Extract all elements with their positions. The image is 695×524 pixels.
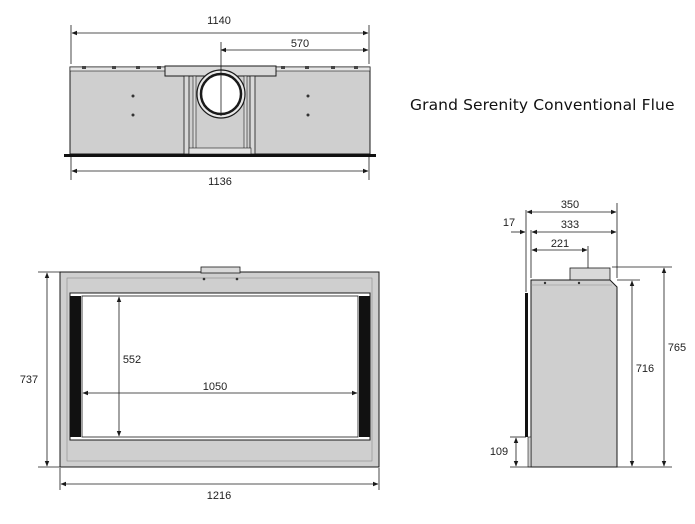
- side-panel-right: [359, 296, 370, 437]
- side-view: 350 333 221 17 765 716 109: [490, 199, 686, 468]
- drawing-title: Grand Serenity Conventional Flue: [410, 96, 675, 114]
- dim-front-height-label: 737: [20, 374, 38, 386]
- side-panel-left: [70, 296, 81, 437]
- dim-rear-gap-label: 17: [503, 217, 515, 229]
- fixing-hole: [306, 113, 310, 117]
- support-left-inner: [192, 75, 197, 155]
- dim-overall-width-label: 1140: [207, 15, 231, 27]
- dim-overall-height-label: 765: [668, 342, 686, 354]
- dim-opening-height-label: 552: [123, 354, 141, 366]
- fixing-hole: [306, 94, 310, 98]
- support-base: [188, 147, 252, 155]
- dim-base-height-label: 109: [490, 446, 508, 458]
- side-base-step: [527, 436, 532, 468]
- dim-flue-center-label: 221: [551, 238, 569, 250]
- dim-opening-width-label: 1050: [203, 381, 227, 393]
- front-view: 737 552 1050 1216: [20, 266, 380, 502]
- side-body: [530, 279, 618, 468]
- fixing-hole: [131, 113, 135, 117]
- fixing-hole: [235, 277, 239, 281]
- side-front-glass: [525, 293, 528, 437]
- front-flue-collar: [200, 266, 241, 274]
- fixing-hole: [131, 94, 135, 98]
- front-opening: [69, 292, 371, 441]
- top-view-base-plate: [64, 154, 376, 157]
- dim-front-width-label: 1216: [207, 490, 231, 502]
- support-left: [183, 75, 190, 155]
- dim-base-width-label: 1136: [208, 176, 232, 188]
- fixing-hole: [543, 281, 547, 285]
- front-frame-inner-edge: [66, 277, 373, 462]
- glass-edge: [81, 295, 359, 438]
- support-right: [249, 75, 256, 155]
- top-view: 1140 570: [64, 15, 376, 188]
- dim-depth-label: 350: [561, 199, 579, 211]
- dim-depth-inner-label: 333: [561, 219, 579, 231]
- fixing-hole: [202, 277, 206, 281]
- dim-body-height-label: 716: [636, 363, 654, 375]
- side-flue-collar: [569, 267, 611, 281]
- dim-flue-offset-label: 570: [291, 38, 309, 50]
- fixing-hole: [577, 281, 581, 285]
- top-view-tabs: [82, 66, 358, 69]
